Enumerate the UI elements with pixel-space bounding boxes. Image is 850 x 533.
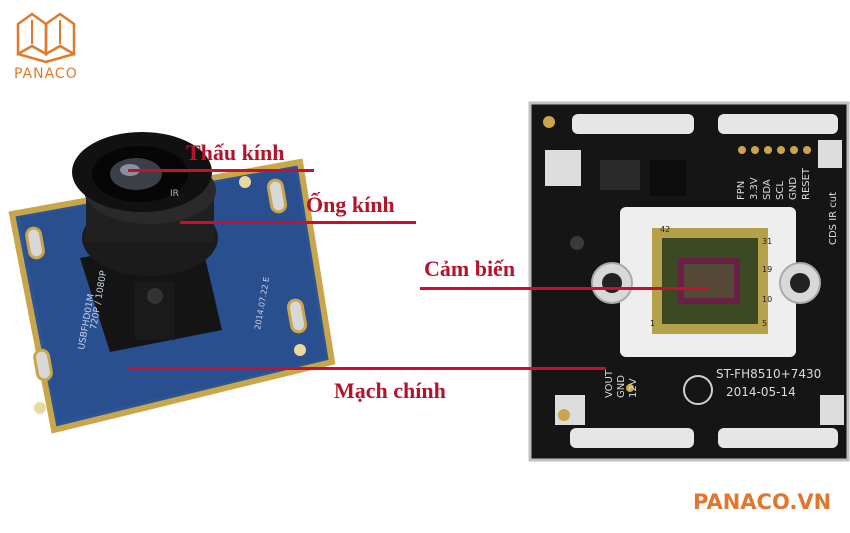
bottom-pin-label: 12V [628, 378, 639, 398]
top-pin-label: FPN [736, 181, 747, 200]
right-board-model-text: ST-FH8510+7430 [716, 367, 821, 381]
site-brand: PANACO.VN [693, 490, 832, 514]
right-board-side-text: CDS IR cut [828, 192, 839, 245]
main-board-pointer-line [128, 367, 606, 370]
chip-pin-number: 10 [762, 295, 772, 304]
chip-pin-number: 31 [762, 237, 772, 246]
chip-pin-numbers: 42 1 31 19 10 5 [650, 225, 772, 328]
top-pin-label: SCL [775, 181, 786, 200]
top-pin-label: SDA [762, 179, 773, 200]
lens-tube-pointer-line [180, 221, 416, 224]
bottom-pin-label: VOUT [604, 369, 615, 398]
board-logo-icon [683, 375, 713, 405]
bottom-pin-label: GND [616, 375, 627, 398]
logo [12, 10, 92, 66]
chip-pin-number: 19 [762, 265, 772, 274]
book-logo-icon [16, 12, 76, 64]
lens-pointer-line [128, 169, 314, 172]
chip-pin-number: 1 [650, 319, 655, 328]
label-main-board: Mạch chính [334, 378, 446, 403]
label-sensor: Cảm biến [424, 256, 516, 281]
chip-pin-number: 5 [762, 319, 767, 328]
label-lens-tube: Ống kính [306, 192, 395, 217]
top-pin-label: 3.3V [749, 177, 760, 200]
right-board-date-text: 2014-05-14 [726, 385, 796, 399]
top-pin-label: GND [788, 177, 799, 200]
label-lens: Thấu kính [186, 140, 285, 165]
lens-ir-text: IR [170, 189, 179, 199]
chip-pin-number: 42 [660, 225, 670, 234]
logo-text: PANACO [14, 66, 78, 82]
sensor-pointer-line [420, 287, 710, 290]
top-pin-label: RESET [801, 167, 812, 200]
